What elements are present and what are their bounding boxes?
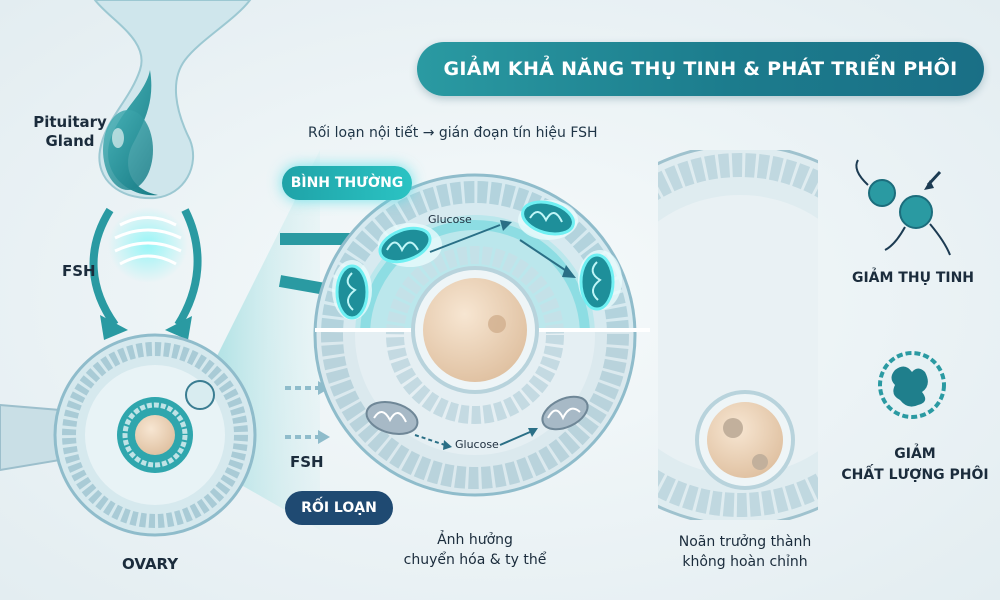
glucose-arrows-disorder	[414, 428, 538, 450]
glucose-label-top: Glucose	[428, 213, 472, 226]
fsh-arrow-right	[174, 208, 202, 328]
mitochondria-disorder	[365, 395, 589, 435]
pituitary-gland	[93, 0, 252, 200]
label-reduced-fertilization: GIẢM THỤ TINH	[851, 270, 975, 286]
oocyte-center	[411, 266, 539, 394]
pituitary-label: Pituitary Gland	[33, 113, 107, 150]
fsh-signal-waves	[108, 207, 188, 283]
badge-disorder: RỐI LOẠN	[285, 491, 393, 525]
fsh-label-top: FSH	[62, 262, 96, 280]
immature-oocyte	[695, 390, 795, 490]
mitochondria-normal	[335, 200, 615, 320]
embryo-fragment-icon	[878, 351, 946, 419]
ovary	[53, 333, 257, 537]
sperm-egg-icon	[855, 159, 951, 256]
glucose-arrows-normal	[429, 220, 576, 278]
fsh-arrowhead-right	[165, 316, 192, 340]
caption-immature-oocyte: Noãn trưởng thành không hoàn chỉnh	[678, 534, 812, 570]
label-reduced-embryo-quality: GIẢM CHẤT LƯỢNG PHÔI	[841, 446, 989, 483]
title-text: GIẢM KHẢ NĂNG THỤ TINH & PHÁT TRIỂN PHÔI	[443, 58, 958, 80]
glucose-label-bottom: Glucose	[455, 438, 499, 451]
subtitle: Rối loạn nội tiết → gián đoạn tín hiệu F…	[308, 125, 598, 141]
ovary-label: OVARY	[122, 555, 179, 573]
title-banner: GIẢM KHẢ NĂNG THỤ TINH & PHÁT TRIỂN PHÔI	[417, 42, 984, 96]
fsh-arrowhead-left	[100, 315, 128, 340]
fsh-label-bottom: FSH	[290, 453, 324, 471]
fsh-arrow-left	[89, 207, 119, 328]
badge-normal: BÌNH THƯỜNG	[282, 166, 412, 200]
caption-metabolism: Ảnh hưởng chuyển hóa & ty thể	[403, 532, 547, 568]
